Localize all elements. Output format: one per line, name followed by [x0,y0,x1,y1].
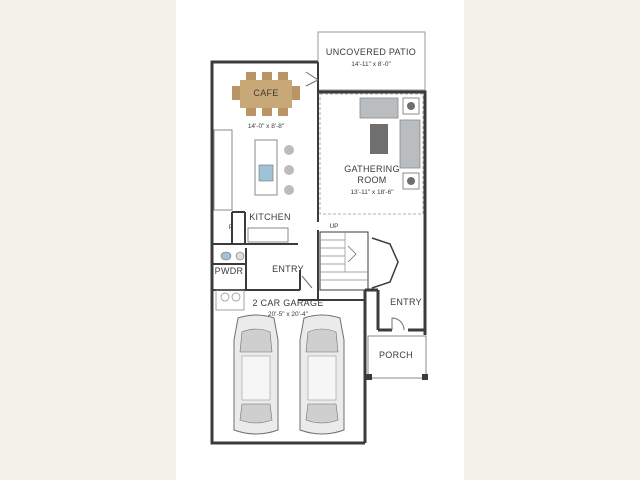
staircase: UP [319,223,399,291]
floor-plan-sheet: UNCOVERED PATIO 14'-11" x 8'-0" [176,0,464,480]
front-entry-label: ENTRY [390,297,422,307]
car-icon [233,314,279,435]
stairs-up-label: UP [329,223,338,230]
porch-column [422,374,428,380]
water-heater-icon [220,292,230,302]
porch-outline [367,335,427,379]
gathering-room: GATHERING ROOM 13'-11" x 18'-6" [319,93,424,215]
gathering-room-label-line2: ROOM [357,175,386,185]
kitchen-label: KITCHEN [249,212,291,222]
exterior-walls [210,60,427,445]
kitchen-island [254,139,278,196]
sink-icon [258,164,274,182]
toilet-icon [220,251,232,261]
furnace-icon [231,292,241,302]
dining-table [232,72,300,116]
kitchen: KITCHEN P [213,129,294,243]
uncovered-patio: UNCOVERED PATIO 14'-11" x 8'-0" [317,31,426,91]
side-table-icon [402,172,420,190]
stair-rail [371,237,399,289]
cafe: CAFE 14'-0" x 8'-8" [232,71,319,130]
stair-arrow-icon [347,245,357,263]
sofa-icon [399,119,421,169]
porch-column [366,374,372,380]
stool-icon [284,185,294,195]
front-entry: ENTRY [390,297,422,331]
two-car-garage: 2 CAR GARAGE 20'-5" x 20'-4" [215,289,345,435]
floor-plan-drawing: UNCOVERED PATIO 14'-11" x 8'-0" [210,31,428,445]
stool-icon [284,165,294,175]
gathering-room-outline [319,93,424,215]
pantry-label: P [229,224,233,231]
garage-label: 2 CAR GARAGE [252,298,323,308]
patio-dimensions: 14'-11" x 8'-0" [351,61,391,68]
porch: PORCH [366,335,428,380]
entry-hall: ENTRY [272,264,313,289]
gathering-room-label: GATHERING [344,164,400,174]
front-door-swing [391,317,405,331]
cafe-dimensions: 14'-0" x 8'-8" [248,123,285,130]
powder-room-label: PWDR [215,266,244,276]
powder-room: PWDR [215,251,245,276]
kitchen-back-counter [247,227,289,243]
patio-door-swing [305,71,319,87]
patio-label: UNCOVERED PATIO [326,47,416,57]
stool-icon [284,145,294,155]
vanity-icon [235,251,245,261]
car-icon [299,314,345,435]
coffee-table-icon [370,124,388,154]
side-table-icon [402,97,420,115]
garage-storage [215,289,245,311]
cafe-label: CAFE [253,88,278,98]
garage-dimensions: 20'-5" x 20'-4" [268,311,309,318]
sofa-icon [359,97,399,119]
porch-label: PORCH [379,350,413,360]
gathering-room-dimensions: 13'-11" x 18'-6" [350,189,394,196]
entry-label: ENTRY [272,264,304,274]
kitchen-counter [213,129,233,211]
entry-door-swing [301,275,313,289]
